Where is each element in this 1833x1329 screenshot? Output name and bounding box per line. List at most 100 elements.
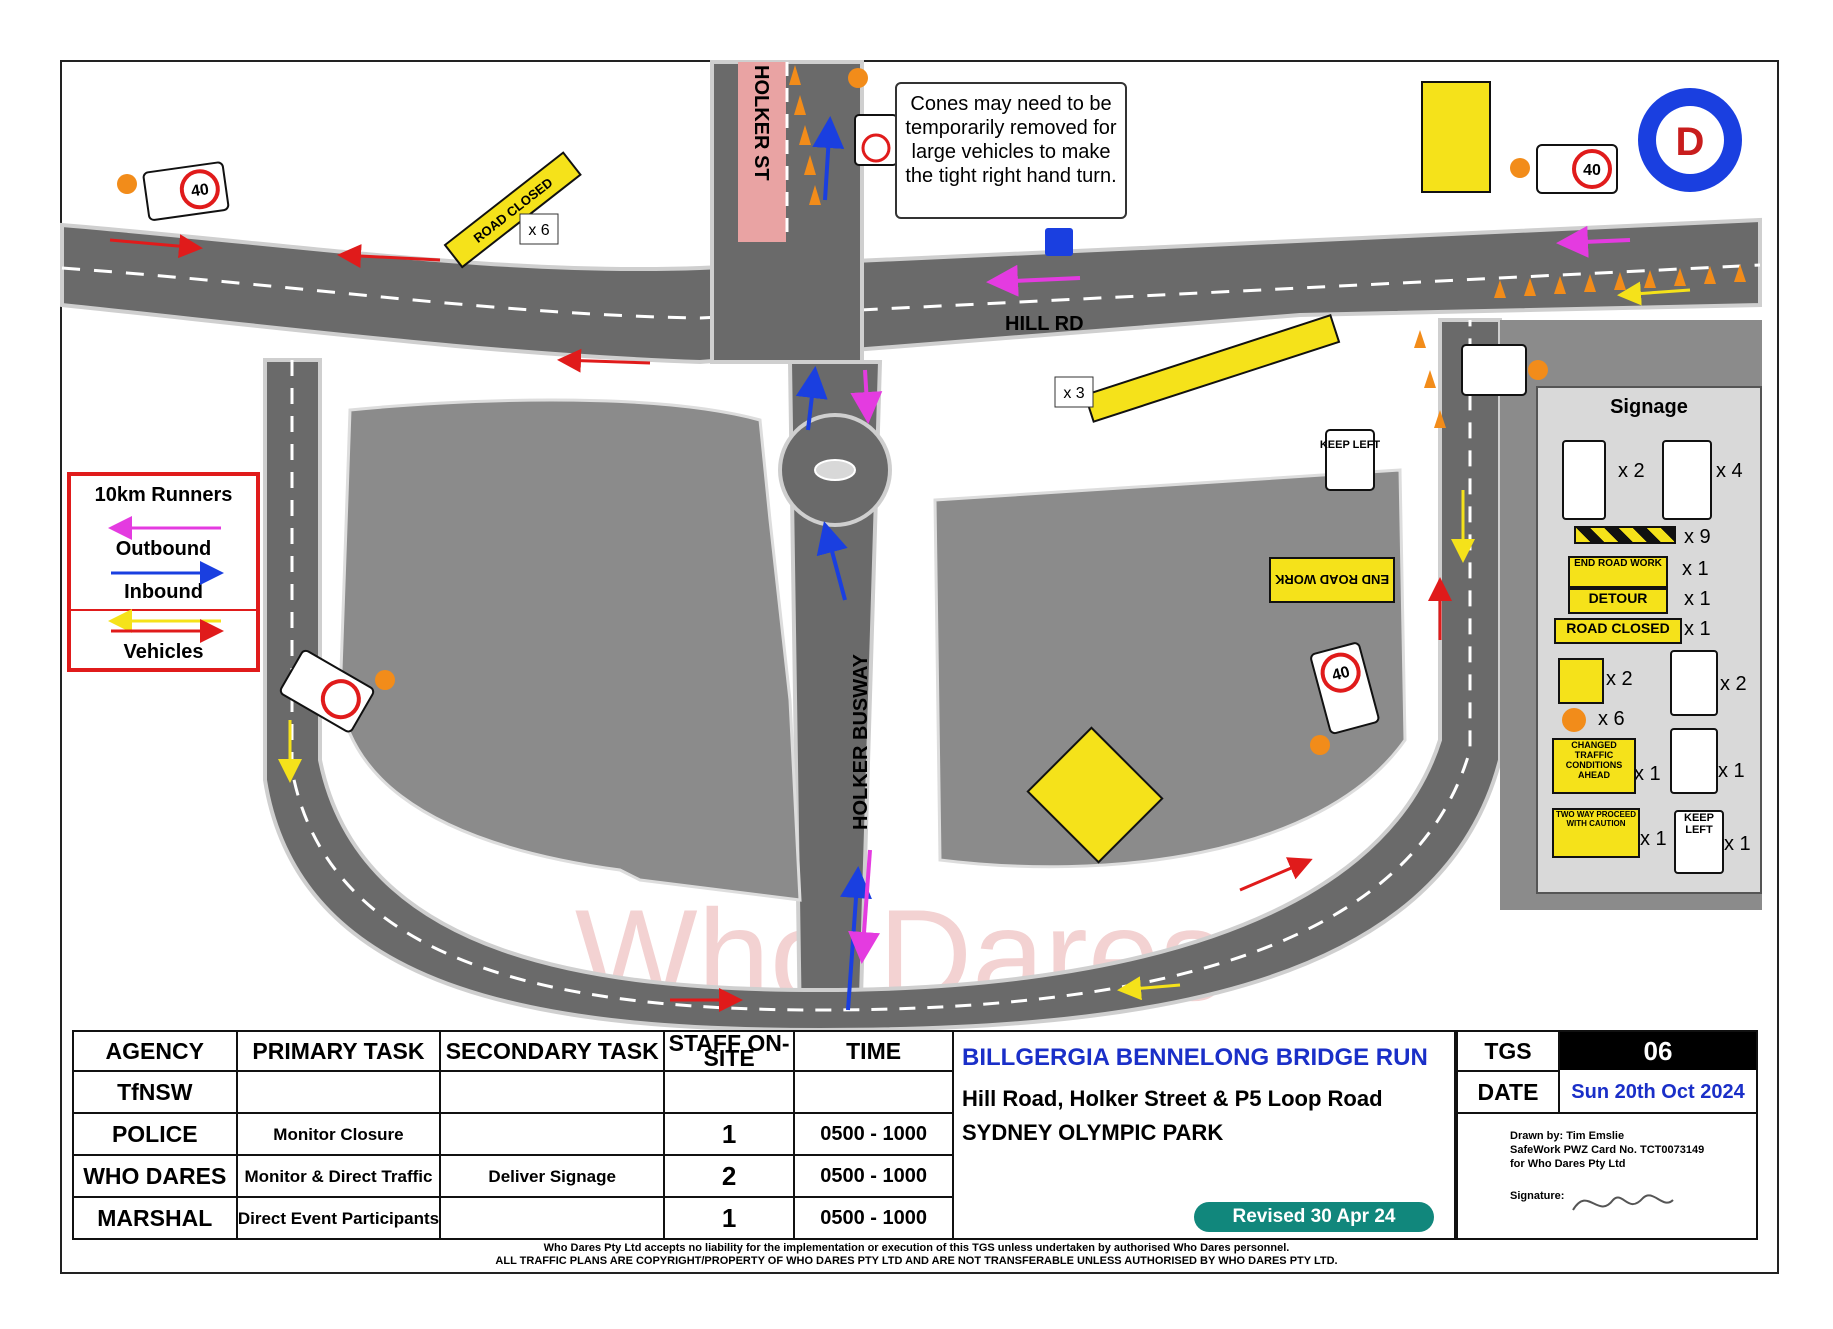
date-label: DATE bbox=[1458, 1072, 1560, 1114]
road-closed-barrier: ROAD CLOSED bbox=[443, 151, 582, 269]
orange-light bbox=[1310, 735, 1330, 755]
signage-count: x 1 bbox=[1682, 558, 1709, 580]
secondary-cell bbox=[439, 1196, 665, 1240]
svg-text:40: 40 bbox=[1583, 162, 1601, 179]
end-road-work-sign bbox=[1269, 557, 1395, 603]
footer-line2: ALL TRAFFIC PLANS ARE COPYRIGHT/PROPERTY… bbox=[495, 1255, 1338, 1267]
signature bbox=[1572, 1194, 1674, 1211]
time-cell: 0500 - 1000 bbox=[793, 1112, 954, 1156]
signage-count: x 4 bbox=[1716, 460, 1743, 482]
staff-cell: 1 bbox=[662, 1196, 796, 1240]
agency-cell: TfNSW bbox=[72, 1070, 238, 1114]
event-title-box: BILLGERGIA BENNELONG BRIDGE RUN Hill Roa… bbox=[954, 1030, 1456, 1240]
holker-st-road bbox=[710, 60, 864, 364]
road-closed-legend-sign: ROAD CLOSED bbox=[1554, 618, 1682, 644]
detour-barrier bbox=[1083, 314, 1341, 423]
changed-traffic-sign bbox=[1026, 726, 1164, 864]
primary-cell: Direct Event Participants bbox=[235, 1196, 442, 1240]
runners-legend: 10km Runners Outbound Inbound Vehicles bbox=[67, 472, 260, 672]
staff-cell bbox=[662, 1070, 796, 1114]
keep-left-legend-sign: KEEP LEFT bbox=[1674, 810, 1724, 874]
two-way-legend-sign: TWO WAY PROCEED WITH CAUTION bbox=[1552, 808, 1640, 858]
agency-cell: MARSHAL bbox=[72, 1196, 238, 1240]
orange-light bbox=[1528, 360, 1548, 380]
legend-inbound: Inbound bbox=[124, 581, 203, 603]
hill-rd-road bbox=[60, 217, 1762, 365]
time-cell: 0500 - 1000 bbox=[793, 1154, 954, 1198]
header-staff: STAFF ON-SITE bbox=[662, 1030, 796, 1072]
drawn-by: Drawn by: Tim Emslie bbox=[1510, 1130, 1625, 1142]
signage-count: x 1 bbox=[1684, 618, 1711, 640]
barrier-count-box bbox=[1054, 376, 1094, 408]
svg-text:40: 40 bbox=[1330, 664, 1352, 685]
revised-badge: Revised 30 Apr 24 bbox=[1194, 1202, 1434, 1232]
header-secondary: SECONDARY TASK bbox=[439, 1030, 665, 1072]
secondary-cell bbox=[439, 1070, 665, 1114]
holker-closed-lane bbox=[738, 62, 786, 242]
road-closed-count-box bbox=[519, 213, 559, 245]
note-callout: Cones may need to be temporarily removed… bbox=[895, 82, 1127, 219]
signature-label: Signature: bbox=[1510, 1190, 1565, 1202]
end-road-work-legend-sign: END ROAD WORK bbox=[1568, 556, 1668, 588]
speed-40-sign-west bbox=[279, 649, 375, 733]
speed-40-sign-east: 40 bbox=[1310, 642, 1380, 735]
staff-cell: 1 bbox=[662, 1112, 796, 1156]
primary-cell bbox=[235, 1070, 442, 1114]
keep-left-sign bbox=[1325, 429, 1375, 491]
signage-count: x 2 bbox=[1618, 460, 1645, 482]
svg-text:D: D bbox=[1676, 120, 1705, 164]
time-cell bbox=[793, 1070, 954, 1114]
hill-rd-label: HILL RD bbox=[1005, 313, 1084, 335]
signage-count: x 1 bbox=[1684, 588, 1711, 610]
agency-cell: WHO DARES bbox=[72, 1154, 238, 1198]
legend-vehicles: Vehicles bbox=[123, 641, 204, 663]
who-dares-logo: D bbox=[1638, 88, 1742, 192]
header-time: TIME bbox=[793, 1030, 954, 1072]
signage-panel: Signage x 2 x 4 x 9 x 1 x 1 x 1 x 2 x 2 … bbox=[1536, 386, 1762, 894]
footer-line1: Who Dares Pty Ltd accepts no liability f… bbox=[543, 1242, 1290, 1254]
speed-40-sign-nw: 40 bbox=[142, 161, 230, 221]
location-line2: SYDNEY OLYMPIC PARK bbox=[962, 1120, 1224, 1145]
orange-light bbox=[1510, 158, 1530, 178]
signage-count: x 1 bbox=[1640, 828, 1667, 850]
primary-cell: Monitor & Direct Traffic bbox=[235, 1154, 442, 1198]
task-table: AGENCY PRIMARY TASK SECONDARY TASK STAFF… bbox=[72, 1030, 954, 1240]
signage-count: x 1 bbox=[1724, 833, 1751, 855]
safework-card: SafeWork PWZ Card No. TCT0073149 bbox=[1510, 1144, 1705, 1156]
signage-count: x 2 bbox=[1720, 673, 1747, 695]
detour-legend-sign: DETOUR bbox=[1568, 588, 1668, 614]
svg-text:END ROAD WORK: END ROAD WORK bbox=[1274, 572, 1389, 587]
secondary-cell bbox=[439, 1112, 665, 1156]
only-sign-east bbox=[1461, 344, 1527, 396]
secondary-cell: Deliver Signage bbox=[439, 1154, 665, 1198]
svg-text:KEEP LEFT: KEEP LEFT bbox=[1320, 439, 1381, 451]
barrier-count: x 3 bbox=[1063, 385, 1084, 402]
signage-count: x 1 bbox=[1718, 760, 1745, 782]
cones bbox=[789, 65, 1746, 428]
holker-st-label: HOLKER ST bbox=[750, 65, 772, 181]
signage-count: x 9 bbox=[1684, 526, 1711, 548]
header-agency: AGENCY bbox=[72, 1030, 238, 1072]
legend-title: 10km Runners bbox=[94, 484, 233, 506]
svg-text:40: 40 bbox=[190, 181, 210, 200]
date-value: Sun 20th Oct 2024 bbox=[1560, 1072, 1756, 1114]
signage-title: Signage bbox=[1610, 396, 1688, 418]
orange-light bbox=[117, 174, 137, 194]
tgs-box: TGS 06 DATE Sun 20th Oct 2024 Drawn by: … bbox=[1456, 1030, 1758, 1240]
agency-cell: POLICE bbox=[72, 1112, 238, 1156]
tgs-number: 06 bbox=[1560, 1032, 1756, 1070]
header-primary: PRIMARY TASK bbox=[235, 1030, 442, 1072]
staff-cell: 2 bbox=[662, 1154, 796, 1198]
holker-busway-label: HOLKER BUSWAY bbox=[850, 653, 872, 830]
orange-light bbox=[375, 670, 395, 690]
signage-count: x 2 bbox=[1606, 668, 1633, 690]
tgs-label: TGS bbox=[1458, 1032, 1560, 1072]
legend-outbound: Outbound bbox=[115, 538, 212, 560]
two-way-sign bbox=[1421, 81, 1491, 193]
orange-light bbox=[848, 68, 868, 88]
for-company: for Who Dares Pty Ltd bbox=[1510, 1158, 1626, 1170]
time-cell: 0500 - 1000 bbox=[793, 1196, 954, 1240]
signage-count: x 1 bbox=[1634, 763, 1661, 785]
title-block: AGENCY PRIMARY TASK SECONDARY TASK STAFF… bbox=[72, 1030, 1758, 1240]
road-closed-count: x 6 bbox=[528, 222, 549, 239]
